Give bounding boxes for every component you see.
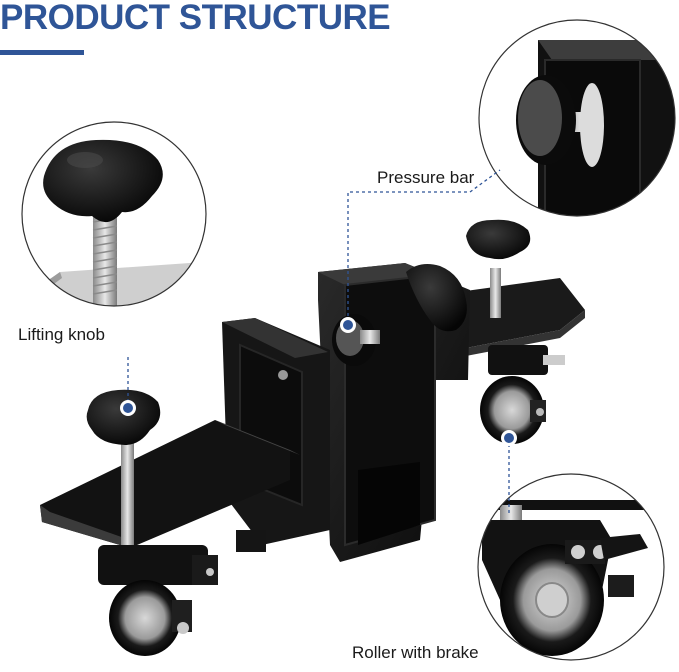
roller-with-brake-zoom — [477, 473, 665, 661]
main-assembly — [40, 219, 585, 656]
left-front-bolt — [121, 430, 134, 560]
pressure-bar-label: Pressure bar — [377, 168, 475, 187]
roller-with-brake-dot-icon — [501, 430, 517, 446]
roller-with-brake-label: Roller with brake — [352, 643, 479, 662]
callout-lines — [127, 169, 510, 515]
pressure-bar-leader — [347, 169, 501, 322]
left-rear-caster — [236, 530, 266, 552]
right-rear-knob-icon — [466, 219, 531, 260]
page-title: PRODUCT STRUCTURE — [0, 0, 391, 37]
pressure-bar-dot-icon — [340, 317, 356, 333]
pressure-bar-knob-icon — [406, 264, 467, 332]
left-front-knob-icon — [86, 389, 161, 445]
lifting-knob-label: Lifting knob — [18, 325, 105, 344]
callout-dots — [120, 317, 517, 446]
right-rear-caster — [480, 345, 565, 444]
left-base-plate — [40, 420, 300, 548]
left-front-caster — [98, 545, 218, 656]
title-underline — [0, 50, 84, 55]
pressure-bar-zoom — [478, 19, 676, 217]
right-rear-bolt — [490, 268, 501, 318]
lifting-knob-dot-icon — [120, 400, 136, 416]
lifting-knob-zoom — [21, 121, 207, 307]
